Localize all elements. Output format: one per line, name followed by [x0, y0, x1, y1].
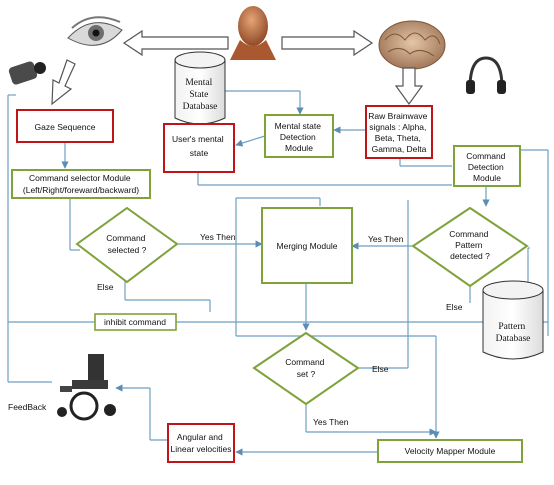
brain-icon — [379, 21, 445, 69]
command-pattern-line1: Command — [449, 229, 488, 239]
command-selector-line2: (Left/Right/foreward/backward) — [23, 185, 139, 195]
users-mental-state-box: User's mental state — [164, 124, 234, 172]
command-selected-line1: Command — [106, 233, 145, 243]
command-detection-box: Command Detection Module — [454, 146, 520, 186]
eeg-headset-icon — [466, 58, 506, 94]
command-pattern-line2: Pattern — [455, 240, 483, 250]
brain-to-raw-arrow — [396, 68, 422, 104]
head-icon — [230, 6, 276, 60]
mental-state-detection-line2: Detection — [280, 132, 316, 142]
users-mental-state-line2: state — [190, 148, 209, 158]
merging-module-label: Merging Module — [277, 241, 338, 251]
mental-state-database-line3: Database — [183, 102, 218, 112]
feedback-label: FeedBack — [8, 402, 47, 412]
command-selected-line2: selected ? — [108, 245, 147, 255]
velocity-mapper-label: Velocity Mapper Module — [405, 446, 496, 456]
svg-text:Command Pattern de: Command Pattern detected ? — [449, 229, 491, 261]
pattern-database: Pattern Database — [483, 281, 543, 359]
users-mental-state-line1: User's mental — [172, 134, 224, 144]
raw-brainwave-line1: Raw Brainwave — [368, 111, 427, 121]
gaze-sequence-label: Gaze Sequence — [35, 122, 96, 132]
command-selector-box: Command selector Module (Left/Right/fore… — [12, 170, 150, 198]
eye-tracker-camera-icon — [8, 60, 46, 85]
pattern-database-line2: Database — [496, 334, 531, 344]
mental-state-detection-line1: Mental state — [275, 121, 322, 131]
svg-text:Velocity Mapper Module: Velocity Mapper Module — [405, 446, 496, 456]
command-detection-line2: Detection — [468, 162, 504, 172]
mental-state-database-line1: Mental — [185, 78, 212, 88]
raw-brainwave-line3: Beta, Theta, — [375, 133, 421, 143]
svg-text:Gaze Sequence: Gaze Sequence — [35, 122, 96, 132]
velocity-mapper-box: Velocity Mapper Module — [378, 440, 522, 462]
mental-state-detection-box: Mental state Detection Module — [265, 115, 333, 157]
inhibit-command-label: inhibit command — [104, 317, 166, 327]
svg-text:inhibit command: inhibit command — [104, 317, 166, 327]
angular-linear-line2: Linear velocities — [171, 444, 232, 454]
pattern-database-line1: Pattern — [498, 322, 525, 332]
command-set-diamond: Command set ? — [254, 333, 358, 404]
command-pattern-diamond: Command Pattern detected ? — [413, 208, 527, 286]
eye-to-gaze-arrow — [52, 60, 75, 104]
yes-then-right-label: Yes Then — [368, 234, 404, 244]
else-set-label: Else — [372, 364, 389, 374]
raw-brainwave-box: Raw Brainwave signals : Alpha, Beta, The… — [366, 106, 432, 158]
gaze-sequence-box: Gaze Sequence — [17, 110, 113, 142]
else-selected-label: Else — [97, 282, 114, 292]
raw-brainwave-line2: signals : Alpha, — [369, 122, 426, 132]
raw-brainwave-line4: Gamma, Delta — [372, 144, 427, 154]
yes-then-left-label: Yes Then — [200, 232, 236, 242]
mental-state-database-line2: State — [189, 90, 208, 100]
head-to-brain-arrow — [282, 31, 372, 55]
angular-linear-line1: Angular and — [177, 432, 223, 442]
merging-module-box: Merging Module — [262, 208, 352, 283]
eye-icon — [68, 17, 122, 45]
command-set-line2: set ? — [297, 369, 316, 379]
wheelchair-icon — [57, 354, 116, 419]
mental-state-detection-line3: Module — [285, 143, 313, 153]
command-selected-diamond: Command selected ? — [77, 208, 177, 282]
command-detection-line1: Command — [466, 151, 505, 161]
command-selector-line1: Command selector Module — [29, 173, 131, 183]
head-to-eye-arrow — [124, 31, 228, 55]
svg-text:Merging Module: Merging Module — [277, 241, 338, 251]
svg-text:Raw Brainwave signals :: Raw Brainwave signals : Alpha, Beta, The… — [368, 111, 429, 154]
else-pattern-label: Else — [446, 302, 463, 312]
command-detection-line3: Module — [473, 173, 501, 183]
command-set-line1: Command — [285, 357, 324, 367]
mental-state-database: Mental State Database — [175, 52, 225, 124]
command-pattern-line3: detected ? — [450, 251, 490, 261]
inhibit-command-box: inhibit command — [95, 314, 176, 330]
angular-linear-box: Angular and Linear velocities — [168, 424, 234, 462]
yes-then-bottom-label: Yes Then — [313, 417, 349, 427]
